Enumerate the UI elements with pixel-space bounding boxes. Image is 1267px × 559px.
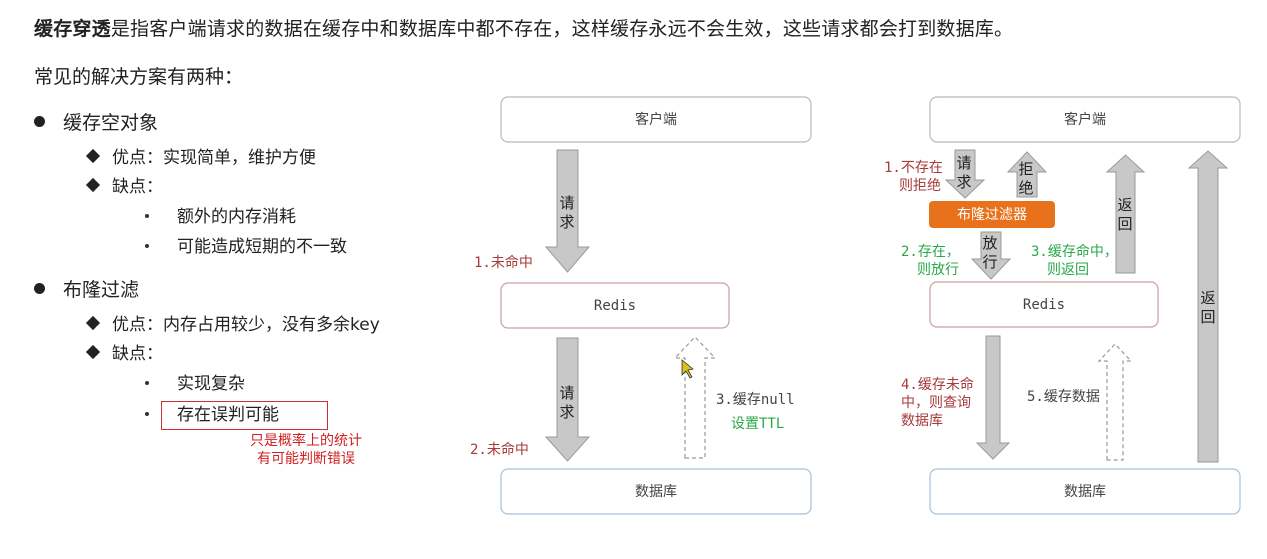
solution-2-title: 布隆过滤	[63, 279, 140, 301]
database-label: 数据库	[635, 484, 677, 500]
redis-box	[929, 281, 1159, 328]
diagram-cache-null: 客户端 Redis 数据库 请求 请求 1.未命中 2.未命中 3.缓存null…	[470, 96, 812, 515]
release-arrow	[970, 231, 1012, 280]
request-arrow-1	[544, 149, 591, 273]
small-bullet-icon	[145, 381, 149, 385]
redis-label: Redis	[1023, 297, 1065, 313]
step-2-label: 2.未命中	[470, 441, 529, 458]
request-label: 请求	[956, 154, 971, 191]
step-3-label-cont: 则返回	[1047, 262, 1089, 278]
step-3-label: 3.缓存null	[716, 392, 795, 408]
solution-2-con-2-text: 存在误判可能	[177, 405, 279, 425]
solution-1-cons-label: 缺点：	[112, 177, 163, 197]
reject-label: 拒绝	[1018, 160, 1033, 197]
solution-1-pros: 优点：实现简单，维护方便	[85, 146, 316, 170]
step-4-label: 4.缓存未命	[901, 376, 974, 393]
solution-1-pros-text: 优点：实现简单，维护方便	[112, 148, 316, 168]
client-label: 客户端	[1064, 111, 1106, 128]
solution-2-pros-text: 优点：内存占用较少，没有多余key	[112, 315, 380, 335]
annotation-line-2: 有可能判断错误	[257, 451, 355, 467]
solution-1-con-1: 额外的内存消耗	[145, 205, 296, 229]
solution-2-cons: 缺点：	[85, 342, 163, 366]
return-label-1: 返回	[1117, 196, 1132, 233]
return-arrow-database	[1187, 150, 1229, 463]
step-1-label-cont: 则拒绝	[899, 178, 941, 194]
client-label: 客户端	[635, 111, 677, 128]
client-box	[500, 96, 812, 143]
intro-term: 缓存穿透	[34, 18, 111, 40]
small-bullet-icon	[145, 244, 149, 248]
highlight-box	[161, 401, 328, 430]
solution-2-con-1: 实现复杂	[145, 372, 245, 396]
step-3-label: 3.缓存命中，	[1031, 243, 1118, 260]
return-label-2: 返回	[1200, 289, 1215, 326]
bullet-dot-icon	[34, 116, 45, 127]
request-arrow-2	[544, 337, 591, 462]
solution-1-con-1-text: 额外的内存消耗	[177, 207, 296, 227]
redis-label: Redis	[594, 298, 636, 314]
step-2-label: 2.存在，	[901, 244, 960, 260]
cache-data-arrow	[1097, 343, 1133, 461]
reject-arrow	[1006, 151, 1048, 198]
bullet-dot-icon	[34, 283, 45, 294]
query-database-arrow	[975, 335, 1011, 460]
small-bullet-icon	[145, 412, 149, 416]
bloom-filter-label: 布隆过滤器	[957, 207, 1027, 223]
small-bullet-icon	[145, 214, 149, 218]
solution-2-pros: 优点：内存占用较少，没有多余key	[85, 313, 380, 337]
database-box	[929, 468, 1241, 515]
solution-2-cons-label: 缺点：	[112, 344, 163, 364]
solution-1-con-2-text: 可能造成短期的不一致	[177, 237, 347, 257]
database-label: 数据库	[1064, 484, 1106, 500]
request-label-2: 请求	[559, 384, 574, 421]
bloom-filter-box	[929, 201, 1055, 228]
step-3-ttl-label: 设置TTL	[731, 416, 784, 432]
client-box	[929, 96, 1241, 143]
solution-1: 缓存空对象	[34, 110, 158, 136]
step-5-label: 5.缓存数据	[1027, 389, 1100, 405]
annotation-line-1: 只是概率上的统计	[250, 433, 362, 449]
request-label-1: 请求	[559, 194, 574, 231]
step-4-label-cont: 中，则查询	[901, 395, 971, 411]
return-arrow-cache-hit	[1105, 154, 1146, 274]
diagram-bloom-filter: 客户端 Redis 数据库 布隆过滤器 请求 拒绝 放行 返回 返回	[884, 96, 1241, 515]
release-label: 放行	[982, 234, 997, 271]
cursor-icon	[681, 359, 694, 379]
request-arrow	[944, 149, 986, 199]
step-4-label-end: 数据库	[901, 413, 943, 429]
intro-paragraph: 缓存穿透是指客户端请求的数据在缓存中和数据库中都不存在，这样缓存永远不会生效，这…	[34, 15, 1013, 43]
step-1-label: 1.未命中	[474, 254, 533, 271]
solution-1-title: 缓存空对象	[63, 112, 159, 134]
solution-1-cons: 缺点：	[85, 175, 163, 199]
solution-2: 布隆过滤	[34, 277, 139, 303]
cache-null-arrow	[673, 336, 717, 459]
step-1-label: 1.不存在	[884, 160, 943, 176]
redis-box	[500, 282, 730, 329]
solutions-heading: 常见的解决方案有两种：	[34, 66, 244, 88]
solution-1-con-2: 可能造成短期的不一致	[145, 235, 347, 259]
solution-2-con-1-text: 实现复杂	[177, 374, 245, 394]
annotation-note: 只是概率上的统计 有可能判断错误	[250, 432, 362, 468]
database-box	[500, 468, 812, 515]
intro-text: 是指客户端请求的数据在缓存中和数据库中都不存在，这样缓存永远不会生效，这些请求都…	[110, 18, 1014, 40]
step-2-label-cont: 则放行	[917, 262, 959, 278]
solution-2-con-2: 存在误判可能	[145, 403, 279, 427]
